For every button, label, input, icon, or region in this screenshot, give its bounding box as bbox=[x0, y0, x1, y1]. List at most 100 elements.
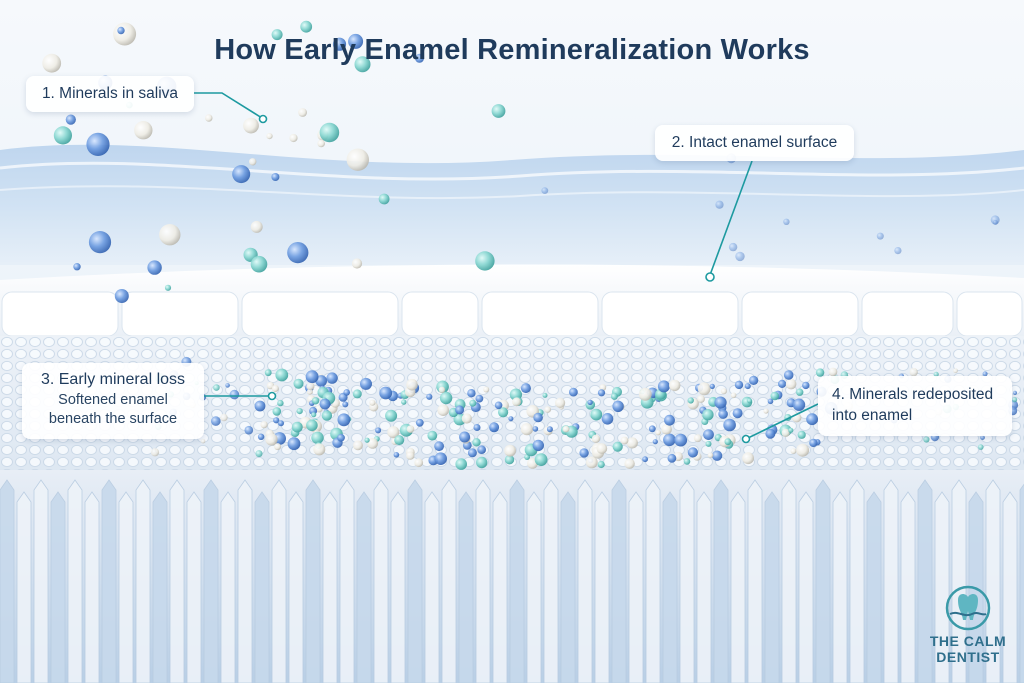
mineral-particle bbox=[437, 404, 450, 417]
enamel-prism bbox=[696, 491, 712, 683]
enamel-prism bbox=[407, 479, 423, 683]
mineral-particle bbox=[980, 435, 985, 440]
mineral-particle bbox=[532, 426, 539, 432]
mineral-particle bbox=[249, 158, 257, 166]
callout-label: 1. Minerals in saliva bbox=[41, 85, 179, 102]
enamel-prism bbox=[237, 479, 253, 683]
mineral-particle bbox=[427, 430, 438, 441]
mineral-particle bbox=[306, 388, 313, 395]
mineral-particle bbox=[342, 401, 349, 408]
enamel-prism bbox=[186, 491, 202, 683]
mineral-particle bbox=[483, 386, 490, 393]
mineral-particle bbox=[337, 413, 351, 427]
enamel-prisms bbox=[0, 479, 1024, 683]
mineral-particle bbox=[982, 371, 988, 377]
mineral-particle bbox=[683, 458, 691, 465]
mineral-particle bbox=[426, 393, 433, 400]
mineral-particle bbox=[467, 389, 476, 398]
mineral-particle bbox=[352, 389, 362, 399]
mineral-particle bbox=[667, 453, 677, 463]
mineral-particle bbox=[767, 398, 774, 405]
mineral-particle bbox=[313, 443, 326, 456]
mineral-particle bbox=[770, 391, 780, 401]
enamel-prism bbox=[883, 479, 899, 683]
mineral-particle bbox=[742, 452, 754, 465]
enamel-prism bbox=[373, 479, 389, 683]
enamel-prism bbox=[917, 479, 933, 683]
enamel-prism bbox=[254, 491, 270, 683]
enamel-prism bbox=[611, 479, 627, 683]
mineral-particle bbox=[147, 260, 162, 275]
mineral-particle bbox=[117, 26, 125, 35]
mineral-particle bbox=[542, 392, 548, 398]
mineral-particle bbox=[300, 20, 313, 33]
mineral-particle bbox=[655, 429, 661, 436]
mineral-particle bbox=[477, 445, 487, 455]
mineral-particle bbox=[876, 232, 884, 240]
enamel-prism bbox=[67, 479, 83, 683]
mineral-particle bbox=[287, 437, 301, 451]
mineral-particle bbox=[244, 425, 254, 435]
mineral-particle bbox=[657, 380, 670, 393]
callout-label: into enamel bbox=[832, 407, 913, 424]
mineral-particle bbox=[638, 387, 652, 401]
enamel-block bbox=[401, 291, 479, 337]
mineral-particle bbox=[311, 431, 324, 444]
mineral-particle bbox=[711, 450, 723, 461]
enamel-prism bbox=[492, 491, 508, 683]
mineral-particle bbox=[332, 37, 347, 51]
mineral-particle bbox=[415, 418, 424, 427]
mineral-particle bbox=[455, 458, 468, 470]
mineral-particle bbox=[319, 398, 331, 410]
enamel-prism bbox=[84, 491, 100, 683]
enamel-prism bbox=[849, 479, 865, 683]
mineral-particle bbox=[415, 53, 424, 63]
mineral-particle bbox=[343, 389, 351, 396]
mineral-particle bbox=[705, 440, 712, 447]
mineral-particle bbox=[585, 456, 598, 469]
mineral-particle bbox=[933, 371, 939, 377]
mineral-particle bbox=[406, 378, 418, 391]
mineral-particle bbox=[461, 413, 472, 424]
enamel-prism bbox=[781, 479, 797, 683]
mineral-particle bbox=[455, 405, 465, 415]
mineral-particle bbox=[278, 420, 284, 427]
mineral-particle bbox=[298, 108, 307, 117]
mineral-particle bbox=[783, 218, 790, 225]
mineral-particle bbox=[894, 247, 902, 255]
enamel-prism bbox=[220, 491, 236, 683]
mineral-particle bbox=[406, 425, 415, 433]
mineral-particle bbox=[703, 429, 714, 440]
mineral-particle bbox=[473, 424, 481, 431]
enamel-prism bbox=[832, 491, 848, 683]
mineral-particle bbox=[272, 407, 282, 416]
callout-minerals-in-saliva: 1. Minerals in saliva bbox=[26, 76, 194, 112]
enamel-prism bbox=[747, 479, 763, 683]
mineral-particle bbox=[255, 450, 263, 458]
mineral-particle bbox=[504, 444, 516, 457]
enamel-prism bbox=[526, 491, 542, 683]
mineral-particle bbox=[213, 384, 220, 391]
mineral-particle bbox=[728, 242, 738, 252]
mineral-particle bbox=[620, 436, 629, 445]
enamel-prism bbox=[560, 491, 576, 683]
mineral-particle bbox=[785, 378, 797, 390]
mineral-particle bbox=[275, 368, 289, 382]
enamel-prism bbox=[203, 479, 219, 683]
mineral-particle bbox=[532, 439, 544, 452]
enamel-prism bbox=[543, 479, 559, 683]
mineral-particle bbox=[663, 433, 676, 447]
callout-minerals-redeposited: 4. Minerals redeposited into enamel bbox=[818, 376, 1012, 436]
mineral-particle bbox=[687, 397, 694, 404]
mineral-particle bbox=[73, 263, 81, 271]
mineral-particle bbox=[254, 400, 266, 412]
enamel-prism bbox=[339, 479, 355, 683]
mineral-particle bbox=[697, 395, 705, 403]
mineral-particle bbox=[546, 426, 553, 433]
mineral-particle bbox=[114, 289, 129, 303]
mineral-particle bbox=[494, 401, 503, 410]
wave-highlight bbox=[0, 161, 1024, 181]
mineral-particle bbox=[311, 397, 320, 405]
mineral-particle bbox=[624, 458, 635, 469]
mineral-particle bbox=[220, 413, 228, 422]
